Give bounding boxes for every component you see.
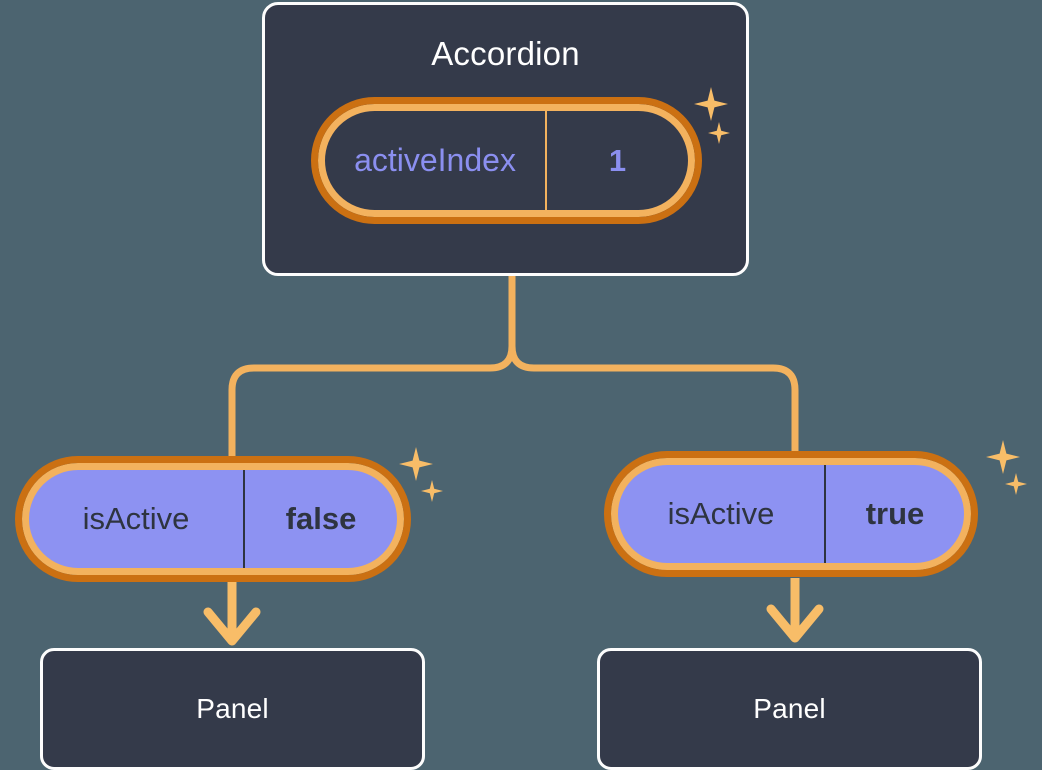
panel-card-right[interactable]: Panel xyxy=(597,648,982,770)
arrow-left-head xyxy=(203,607,261,646)
state-pill-isactive-false[interactable]: isActive false xyxy=(15,456,411,582)
state-pill-activeindex-value: 1 xyxy=(608,142,627,178)
panel-card-left-title: Panel xyxy=(196,693,269,724)
sparkle-icon xyxy=(421,480,443,502)
state-pill-activeindex-key: activeIndex xyxy=(325,111,547,210)
connector-branch-left xyxy=(228,342,516,470)
state-pill-isactive-false-key: isActive xyxy=(29,470,245,568)
accordion-card-title: Accordion xyxy=(431,35,580,72)
arrow-right-head xyxy=(766,604,824,643)
connector-branch-right xyxy=(508,342,799,466)
panel-card-right-title: Panel xyxy=(753,693,826,724)
state-pill-isactive-true-value: true xyxy=(865,496,925,531)
sparkle-icon xyxy=(986,440,1020,474)
panel-card-left[interactable]: Panel xyxy=(40,648,425,770)
state-pill-isactive-false-value: false xyxy=(285,501,357,536)
sparkle-icon xyxy=(399,447,433,481)
sparkle-icon xyxy=(1005,473,1027,495)
state-pill-isactive-true-key: isActive xyxy=(618,465,826,563)
state-pill-activeindex[interactable]: activeIndex 1 xyxy=(311,97,702,224)
state-pill-isactive-true[interactable]: isActive true xyxy=(604,451,978,577)
